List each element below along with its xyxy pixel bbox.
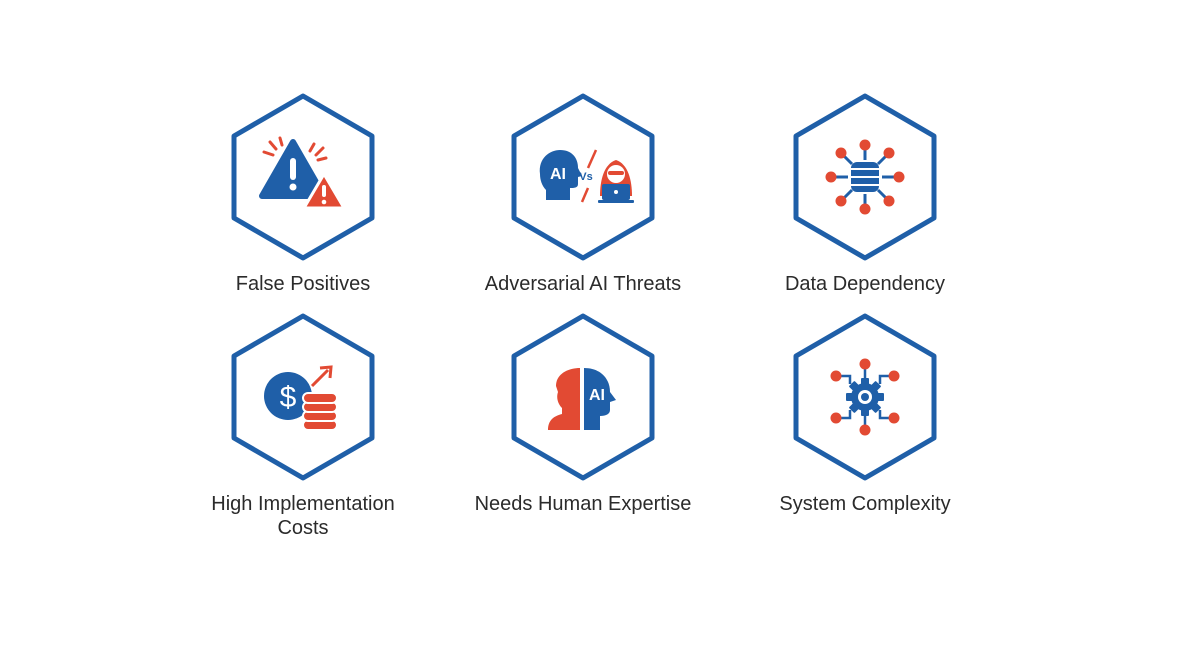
- hexagon-frame: [231, 93, 375, 261]
- item-label: False Positives: [235, 273, 371, 295]
- hexagon-frame: [793, 93, 937, 261]
- warning-icon: [259, 136, 346, 210]
- hexagon-frame: AI: [511, 313, 655, 481]
- svg-text:AI: AI: [550, 166, 566, 183]
- item-label: High Implementation Costs: [211, 493, 395, 539]
- human-ai-head-icon: AI: [548, 368, 616, 430]
- card-needs-human-expertise: AI Needs Human Expertise: [453, 312, 713, 516]
- card-adversarial-ai-threats: AI Vs Adversarial AI Threats: [453, 92, 713, 296]
- gear-network-icon: [830, 358, 900, 436]
- hexagon-frame: $: [231, 313, 375, 481]
- card-false-positives: False Positives: [173, 92, 433, 296]
- svg-text:$: $: [280, 381, 297, 414]
- card-data-dependency: Data Dependency: [735, 92, 995, 296]
- hexagon-frame: AI Vs: [511, 93, 655, 261]
- item-label: Needs Human Expertise: [474, 493, 692, 515]
- item-label: System Complexity: [779, 493, 951, 515]
- svg-text:Vs: Vs: [579, 171, 592, 183]
- item-label: Data Dependency: [784, 273, 946, 295]
- card-system-complexity: System Complexity: [735, 312, 995, 516]
- hexagon-frame: [793, 313, 937, 481]
- card-high-implementation-costs: $ High Implementation Costs: [173, 312, 433, 540]
- item-label: Adversarial AI Threats: [484, 273, 682, 295]
- database-network-icon: [825, 139, 905, 215]
- ai-vs-hacker-icon: AI Vs: [539, 149, 634, 203]
- svg-text:AI: AI: [589, 387, 605, 404]
- cost-increase-icon: $: [264, 365, 338, 431]
